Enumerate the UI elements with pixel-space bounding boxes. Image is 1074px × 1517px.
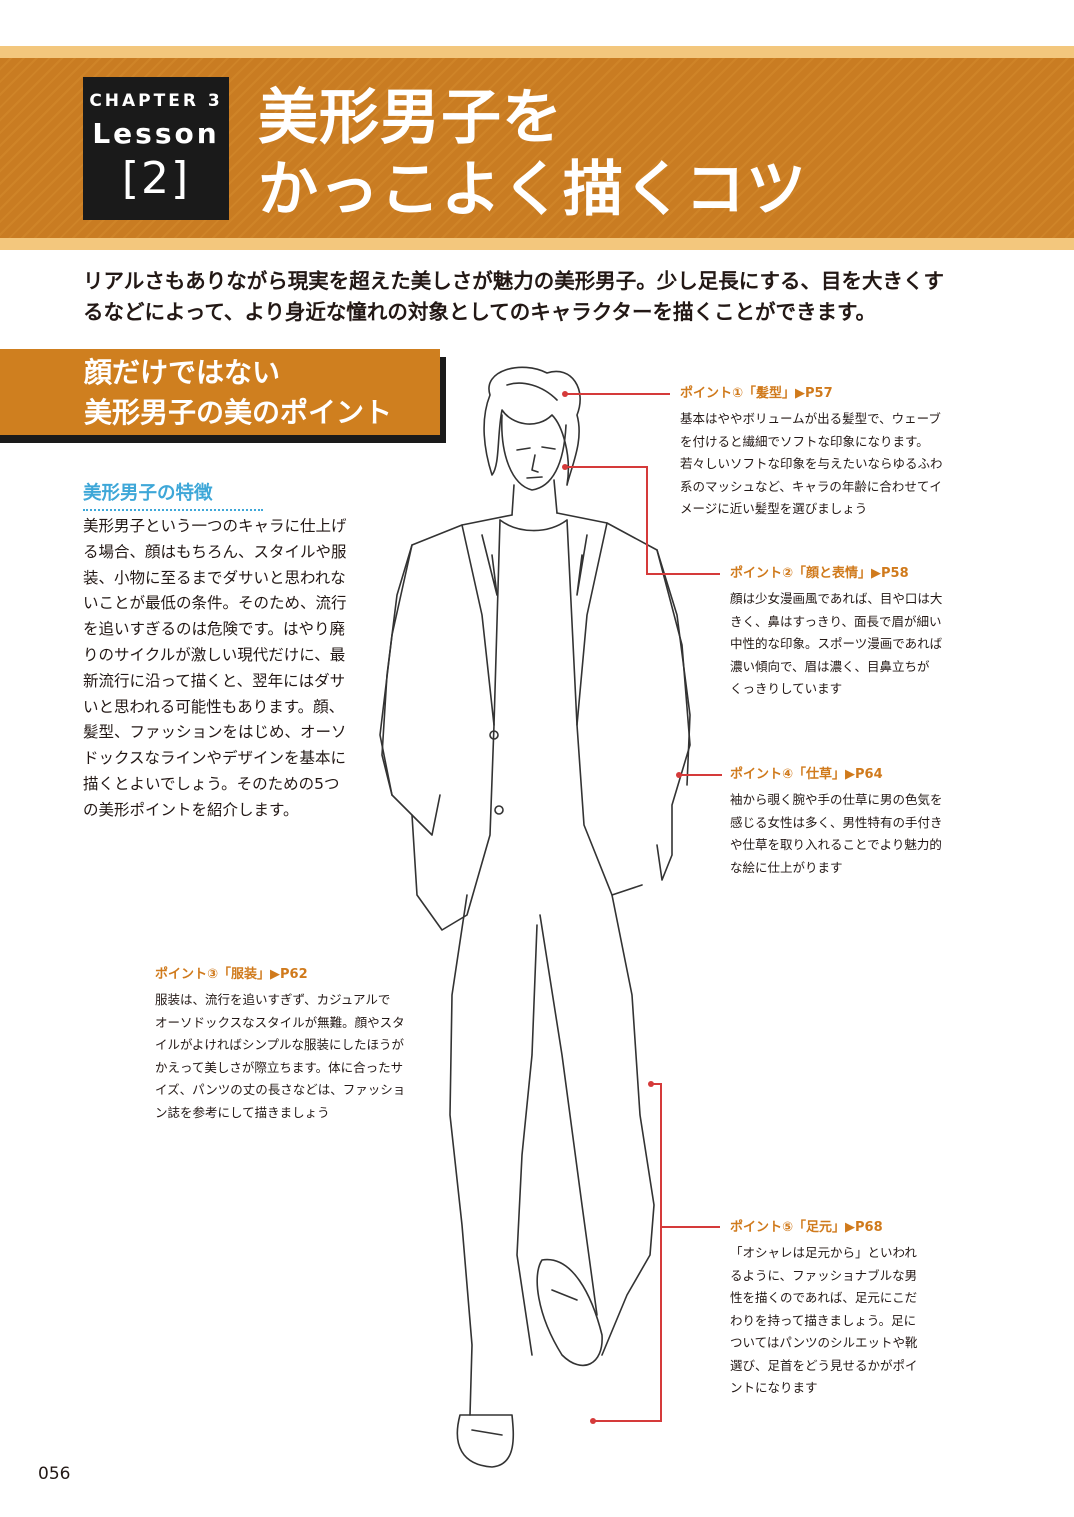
callout-hair: ポイント①「髪型」▶P57 基本はややボリュームが出る髪型で、ウェーブ を付ける… xyxy=(680,384,980,521)
lesson-number: [2] xyxy=(121,153,191,204)
callout-title: ポイント①「髪型」▶P57 xyxy=(680,386,833,401)
character-illustration xyxy=(379,366,691,1468)
callout-title: ポイント⑤「足元」▶P68 xyxy=(730,1220,883,1235)
leader-dot-legs xyxy=(648,1081,654,1087)
callout-face: ポイント②「顔と表情」▶P58 顔は少女漫画風であれば、目や口は大 きく、鼻はす… xyxy=(730,564,980,701)
leader-line-legs-h1 xyxy=(652,1083,662,1085)
leader-line-face-v xyxy=(646,466,648,574)
leader-line-face-h1 xyxy=(566,466,648,468)
leader-line-hair xyxy=(566,393,670,395)
leader-line-legs-h2 xyxy=(594,1420,662,1422)
sub-heading: 美形男子の特徴 xyxy=(83,479,263,511)
body-text: 美形男子という一つのキャラに仕上げ る場合、顔はもちろん、スタイルや服 装、小物… xyxy=(83,517,347,819)
callout-title: ポイント②「顔と表情」▶P58 xyxy=(730,566,909,581)
callout-text: 袖から覗く腕や手の仕草に男の色気を 感じる女性は多く、男性特有の手付き や仕草を… xyxy=(730,792,943,875)
callout-text: 服装は、流行を追いすぎず、カジュアルで オーソドックスなスタイルが無難。顔やスタ… xyxy=(155,992,406,1120)
page-title: 美形男子を かっこよく描くコツ xyxy=(258,83,807,225)
lesson-label: Lesson xyxy=(92,117,220,150)
leader-dot-shoe xyxy=(590,1418,596,1424)
chapter-label: CHAPTER 3 xyxy=(89,91,223,111)
leader-line-legs-h3 xyxy=(660,1226,720,1228)
intro-text: リアルさもありながら現実を超えた美しさが魅力の美形男子。少し足長にする、目を大き… xyxy=(83,269,944,324)
leader-dot-face xyxy=(562,464,568,470)
section-heading: 顔だけではない 美形男子の美のポイント xyxy=(0,349,440,435)
callout-title: ポイント④「仕草」▶P64 xyxy=(730,767,883,782)
chapter-lesson-box: CHAPTER 3 Lesson [2] xyxy=(83,77,229,220)
header-bottom-stripe xyxy=(0,238,1074,250)
leader-dot-hair xyxy=(562,391,568,397)
callout-text: 顔は少女漫画風であれば、目や口は大 きく、鼻はすっきり、面長で眉が細い 中性的な… xyxy=(730,591,943,696)
leader-dot-gesture xyxy=(676,772,682,778)
header-top-stripe xyxy=(0,46,1074,58)
callout-clothing: ポイント③「服装」▶P62 服装は、流行を追いすぎず、カジュアルで オーソドック… xyxy=(155,965,435,1124)
leader-line-gesture xyxy=(680,774,722,776)
callout-text: 「オシャレは足元から」といわれ るように、ファッショナブルな男 性を描くのであれ… xyxy=(730,1245,918,1395)
callout-title: ポイント③「服装」▶P62 xyxy=(155,967,308,982)
leader-line-legs-v xyxy=(660,1083,662,1421)
callout-feet: ポイント⑤「足元」▶P68 「オシャレは足元から」といわれ るように、ファッショ… xyxy=(730,1218,980,1400)
callout-text: 基本はややボリュームが出る髪型で、ウェーブ を付けると繊細でソフトな印象になりま… xyxy=(680,411,943,516)
callout-gesture: ポイント④「仕草」▶P64 袖から覗く腕や手の仕草に男の色気を 感じる女性は多く… xyxy=(730,765,980,879)
page-number: 056 xyxy=(38,1464,71,1484)
leader-line-face-h2 xyxy=(646,573,720,575)
